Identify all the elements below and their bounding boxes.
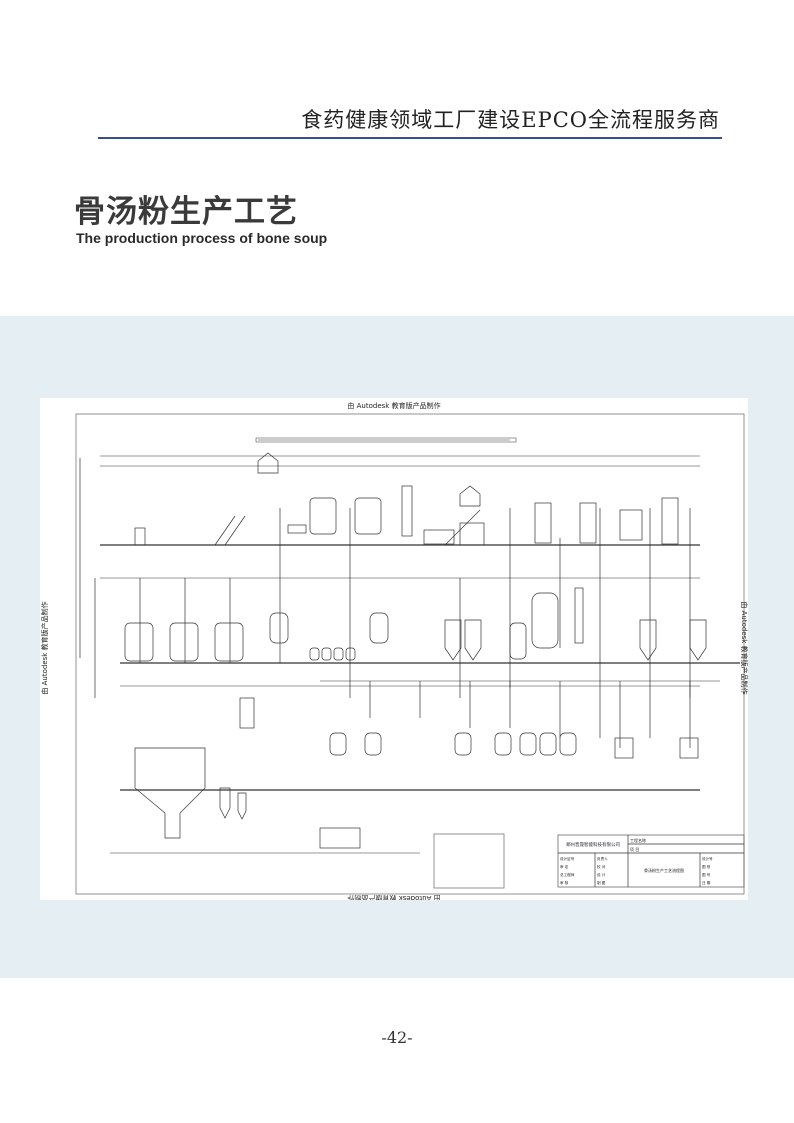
reaction-tank [454,732,472,756]
title-block-project-label: 项 目 [630,846,639,852]
page-number: -42- [381,1028,413,1047]
storage-tank [639,619,657,661]
small-tank [333,647,344,661]
spray-dryer [134,747,206,839]
small-tank [309,647,320,661]
page-title: 骨汤粉生产工艺 [74,194,298,230]
title-block-project-name-label: 工程名称 [630,837,646,843]
extraction-tank [214,622,244,662]
reaction-tank [364,732,382,756]
header-divider [98,137,722,139]
process-flow-drawing: 由 Autodesk 教育版产品制作 由 Autodesk 教育版产品制作 由 … [40,398,749,903]
extraction-tank [169,622,199,662]
storage-silo [459,485,481,507]
title-block-field: 审 定 [560,864,569,869]
storage-tank [464,619,482,661]
reaction-tank [559,732,577,756]
title-block-field: 设计号 [702,856,713,861]
reaction-tank [519,732,537,756]
small-tank [345,647,356,661]
title-block-field: 图 别 [702,864,711,869]
equipment-unit [619,509,643,541]
drawing-frame [75,413,745,895]
hot-water-tank [614,737,634,759]
title-block-field: 审 核 [560,880,569,885]
cyclone [219,787,247,820]
title-block-field: 日 期 [702,880,711,885]
title-block-field: 负责人 [597,856,608,861]
mixing-tank [269,612,289,644]
equipment-unit [534,502,552,544]
equipment-unit [287,524,307,534]
reaction-tank [494,732,512,756]
storage-tank [689,619,707,661]
title-block-field: 图 号 [702,872,711,877]
reaction-tank [329,732,347,756]
header-tagline: 食药健康领域工厂建设EPCO全流程服务商 [301,108,720,132]
equipment-unit [134,527,146,546]
watermark-left: 由 Autodesk 教育版产品制作 [40,601,49,694]
title-block-drawing-title: 骨汤粉生产工艺流程图 [644,867,684,873]
legend-table [433,833,505,889]
storage-silo [257,452,279,474]
title-block-company: 郑州晋晟智能科技有限公司 [566,841,620,848]
equipment-unit [423,529,455,545]
storage-tank [444,619,462,661]
extraction-tank [124,622,154,662]
jacketed-kettle [354,497,382,535]
hot-water-tank [679,737,699,759]
overhead-rail [255,437,517,443]
cyclone-separator [401,485,413,537]
reaction-tank [539,732,557,756]
equipment-unit [661,497,679,545]
condenser [574,587,584,644]
conveyor [214,509,481,546]
title-block-field: 校 对 [597,864,606,869]
mixing-tank [369,612,389,644]
watermark-bottom: 由 Autodesk 教育版产品制作 [347,894,440,900]
small-tank [321,647,332,661]
evaporator-heater [509,622,527,660]
title-block-field: 总工程师 [560,872,575,877]
watermark-top: 由 Autodesk 教育版产品制作 [347,401,440,410]
title-block-field: 制 图 [597,880,606,885]
jacketed-kettle [309,497,337,535]
powder-packer [319,827,361,849]
watermark-right: 由 Autodesk 教育版产品制作 [740,601,748,694]
page-subtitle: The production process of bone soup [76,230,328,246]
equipment-unit [579,502,597,544]
evaporator [531,592,559,649]
equipment [124,452,707,849]
title-block-field: 设计证号 [560,856,575,861]
air-filter [239,697,255,729]
title-block-field: 设 计 [597,872,606,877]
pipelines [79,437,740,854]
equipment-unit [459,522,485,546]
